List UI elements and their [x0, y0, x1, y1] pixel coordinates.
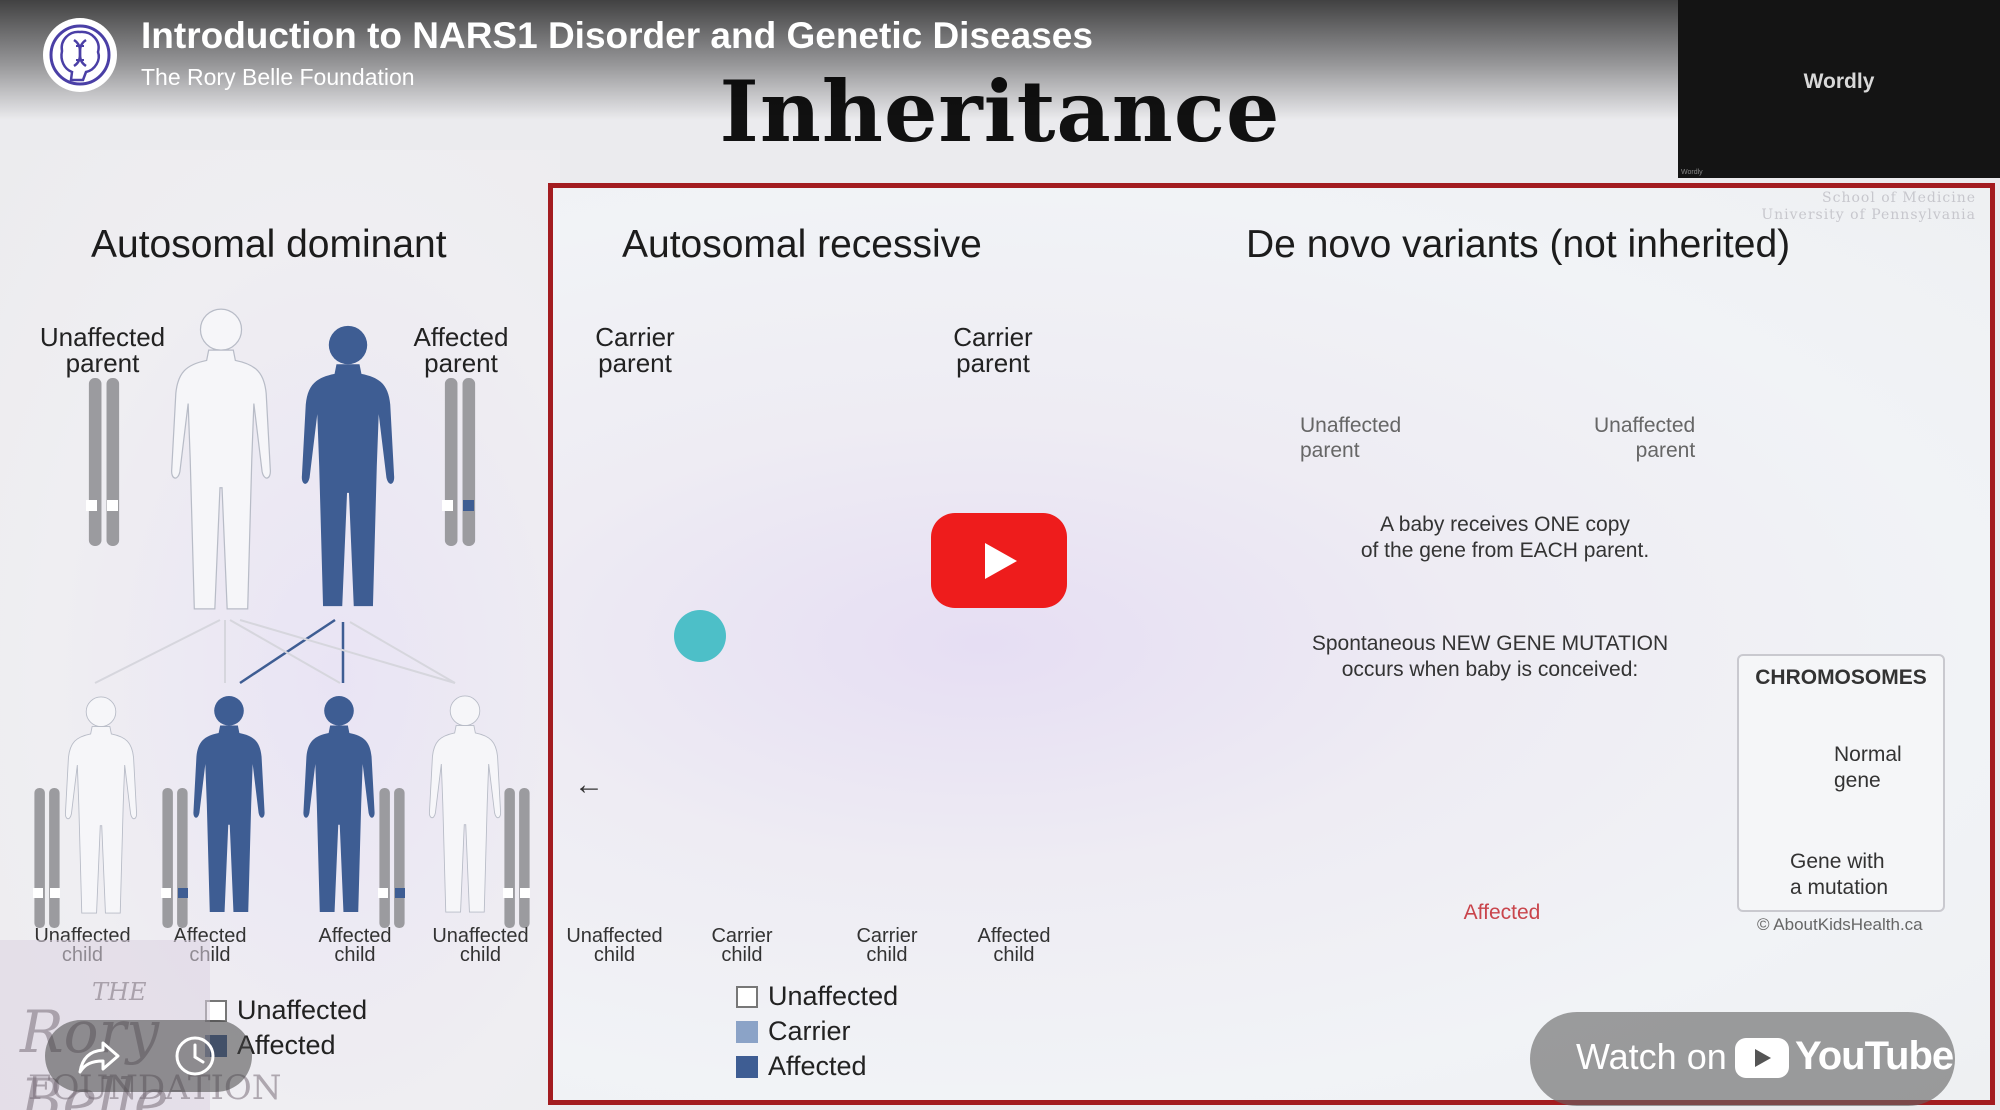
dominant-child-2	[193, 695, 265, 913]
youtube-wordmark: YouTube	[1795, 1034, 1954, 1078]
chromosomes-legend-title: CHROMOSOMES	[1755, 666, 1927, 689]
channel-name-link[interactable]: The Rory Belle Foundation	[141, 64, 415, 90]
recessive-title: Autosomal recessive	[622, 223, 982, 266]
video-header: Introduction to NARS1 Disorder and Genet…	[0, 0, 1678, 120]
wordly-participant-tile: Wordly Wordly	[1678, 0, 2000, 178]
wordly-small-label: Wordly	[1681, 169, 1703, 176]
dominant-child-3	[303, 695, 375, 913]
dominant-unaffected-parent	[170, 308, 272, 610]
dominant-arrows	[239, 618, 345, 685]
watch-on-label: Watch on	[1576, 1036, 1727, 1077]
dna-logo-icon	[46, 21, 114, 89]
image-credit: © AboutKidsHealth.ca	[1757, 915, 1923, 934]
cursor-highlight-dot	[674, 610, 726, 662]
recessive-legend: Unaffected Carrier Affected	[736, 979, 898, 1084]
youtube-logo-icon	[1735, 1038, 1789, 1078]
video-actions-pill	[45, 1020, 252, 1092]
dominant-child-chromosomes	[33, 788, 530, 928]
share-icon[interactable]	[77, 1034, 121, 1078]
channel-avatar[interactable]	[43, 18, 117, 92]
arrow-left-icon: ←	[574, 768, 604, 801]
watch-on-youtube-button[interactable]: Watch on YouTube	[1530, 1012, 1955, 1106]
video-title-link[interactable]: Introduction to NARS1 Disorder and Genet…	[141, 15, 1093, 56]
wordly-label: Wordly	[1803, 70, 1875, 93]
dominant-child-1	[64, 696, 138, 914]
dominant-child-4	[428, 695, 502, 913]
dominant-title: Autosomal dominant	[91, 223, 447, 266]
chromosomes-legend-box: CHROMOSOMES	[1737, 654, 1945, 912]
denovo-affected-label: Affected	[1463, 901, 1541, 924]
denovo-title: De novo variants (not inherited)	[1246, 223, 1791, 266]
watch-later-clock-icon[interactable]	[173, 1034, 217, 1078]
dominant-parent-chromosomes	[86, 378, 476, 546]
play-button[interactable]	[931, 513, 1067, 608]
dominant-affected-parent	[301, 325, 395, 607]
play-icon	[985, 543, 1017, 579]
